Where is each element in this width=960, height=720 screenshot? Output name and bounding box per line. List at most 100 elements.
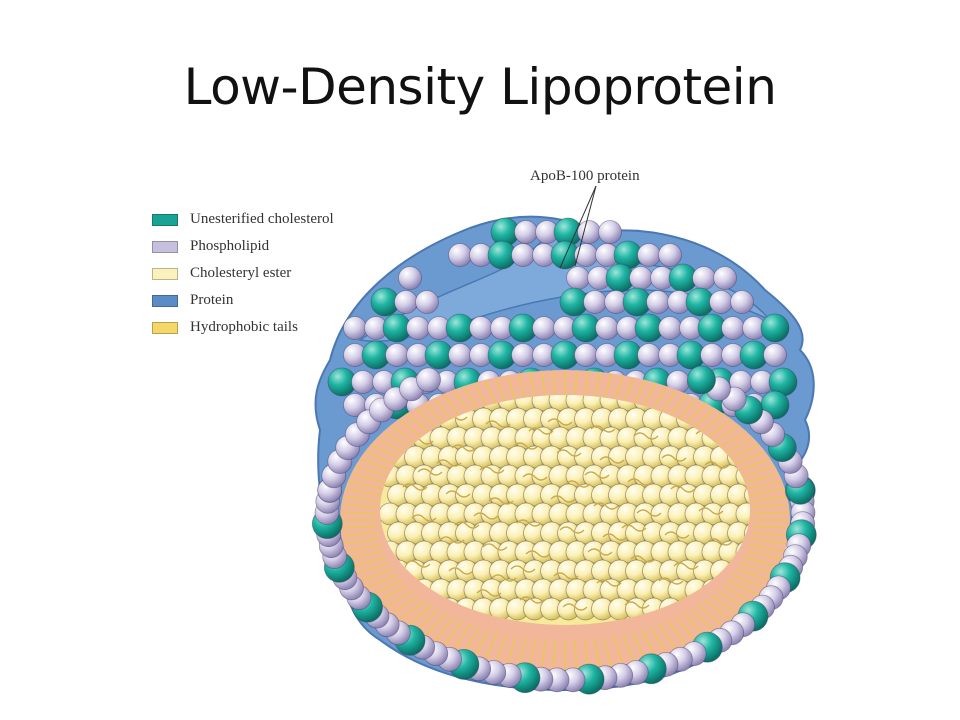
core-tail-squiggle [599, 456, 625, 464]
phospholipid-sphere [629, 266, 653, 290]
hydrophobic-tail [732, 450, 767, 467]
hydrophobic-tail [404, 604, 433, 629]
core-tail-squiggle [411, 514, 437, 522]
callout-leader-line [559, 185, 597, 269]
core-tail-squiggle [633, 432, 659, 440]
hydrophobic-tail [346, 479, 384, 490]
hydrophobic-tail [431, 396, 456, 424]
phospholipid-sphere [700, 343, 724, 367]
hydrophobic-tail [752, 511, 790, 515]
core-tail-squiggle [528, 427, 554, 435]
phospholipid-sphere [511, 243, 535, 267]
hydrophobic-tail [710, 423, 742, 446]
hydrophobic-tail [461, 384, 481, 414]
hydrophobic-tail [649, 626, 669, 656]
hydrophobic-tail [722, 436, 755, 456]
hydrophobic-tail [716, 430, 749, 451]
cholesteryl-ester-sphere [744, 521, 750, 545]
legend-swatch [152, 294, 178, 307]
hydrophobic-tail [750, 538, 789, 545]
hydrophobic-tail [736, 568, 772, 583]
hydrophobic-tail [748, 544, 787, 553]
legend-item-protein: Protein [152, 287, 334, 314]
hydrophobic-tail [353, 562, 390, 576]
hydrophobic-tail [505, 635, 518, 668]
hydrophobic-tail [472, 629, 490, 660]
hydrophobic-tail [603, 371, 613, 403]
callout-leader-line [574, 185, 597, 267]
hydrophobic-tail [340, 511, 378, 515]
phospholipid-sphere [415, 290, 439, 314]
cholesteryl-ester-sphere [735, 502, 750, 526]
hydrophobic-tail [649, 384, 669, 414]
core-tail-squiggle [636, 509, 662, 517]
hydrophobic-tail [612, 635, 625, 668]
hydrophobic-tail [697, 411, 726, 436]
phospholipid-sphere [469, 316, 493, 340]
legend-swatch [152, 240, 178, 253]
unesterified-cholesterol-sphere [760, 313, 790, 343]
phospholipid-sphere [416, 367, 441, 393]
legend-item-unesterified-cholesterol: Unesterified cholesterol [152, 206, 334, 233]
phospholipid-sphere [692, 266, 716, 290]
hydrophobic-tail [743, 556, 781, 568]
phospholipid-sphere [637, 343, 661, 367]
hydrophobic-tail [690, 406, 717, 432]
hydrophobic-tail [441, 620, 464, 648]
phospholipid-sphere [514, 220, 538, 244]
hydrophobic-tail [658, 623, 679, 653]
hydrophobic-tail [505, 372, 518, 405]
hydrophobic-tail [340, 503, 379, 509]
core-tail-squiggle [510, 565, 536, 573]
hydrophobic-tail [631, 377, 647, 409]
legend-swatch [152, 213, 178, 226]
hydrophobic-tail [422, 401, 448, 428]
hydrophobic-tail [375, 584, 408, 604]
hydrophobic-tail [340, 525, 378, 529]
hydrophobic-tail [368, 579, 403, 597]
phospholipid-sphere [577, 220, 601, 244]
hydrophobic-tail [422, 612, 448, 639]
hydrophobic-tail [593, 638, 602, 670]
hydrophobic-tail [751, 531, 790, 537]
core-tail-squiggle [516, 519, 542, 527]
phospholipid-sphere [721, 316, 745, 340]
hydrophobic-tail [368, 443, 403, 461]
core-tail-squiggle [491, 574, 517, 582]
hydrophobic-tail [736, 457, 772, 472]
hydrophobic-tail [603, 637, 613, 669]
hydrophobic-tail [540, 370, 547, 401]
hydrophobic-tail [494, 375, 508, 407]
hydrophobic-tail [574, 370, 578, 401]
hydrophobic-tail [375, 436, 408, 456]
phospholipid-sphere [637, 243, 661, 267]
phospholipid-sphere [583, 290, 607, 314]
hydrophobic-tail [343, 544, 382, 553]
core-tail-squiggle [445, 490, 471, 498]
core-tail-squiggle [621, 524, 647, 532]
core-tail-squiggle [661, 454, 687, 462]
hydrophobic-tail [540, 639, 547, 670]
phospholipid-sphere [658, 316, 682, 340]
hydrophobic-tail [353, 464, 390, 478]
phospholipid-sphere [658, 243, 682, 267]
phospholipid-sphere [566, 266, 590, 290]
core-tail-squiggle [624, 601, 650, 609]
hydrophobic-tail [494, 633, 508, 665]
core-tail-squiggle [550, 495, 576, 503]
hydrophobic-tail [674, 396, 699, 424]
hydrophobic-tail [640, 380, 658, 411]
hydrophobic-tail [381, 589, 414, 610]
hydrophobic-tail [552, 639, 556, 670]
hydrophobic-tail [622, 633, 636, 665]
legend-swatch [152, 321, 178, 334]
core-tail-squiggle [587, 548, 613, 556]
hydrophobic-tail [381, 430, 414, 451]
core-tail-squiggle [630, 555, 656, 563]
core-tail-squiggle [658, 577, 684, 585]
core-tail-squiggle [513, 442, 539, 450]
hydrophobic-tail [349, 556, 387, 568]
phospholipid-sphere [595, 316, 619, 340]
core-tail-squiggle [562, 603, 588, 611]
hydrophobic-tail [451, 387, 472, 417]
